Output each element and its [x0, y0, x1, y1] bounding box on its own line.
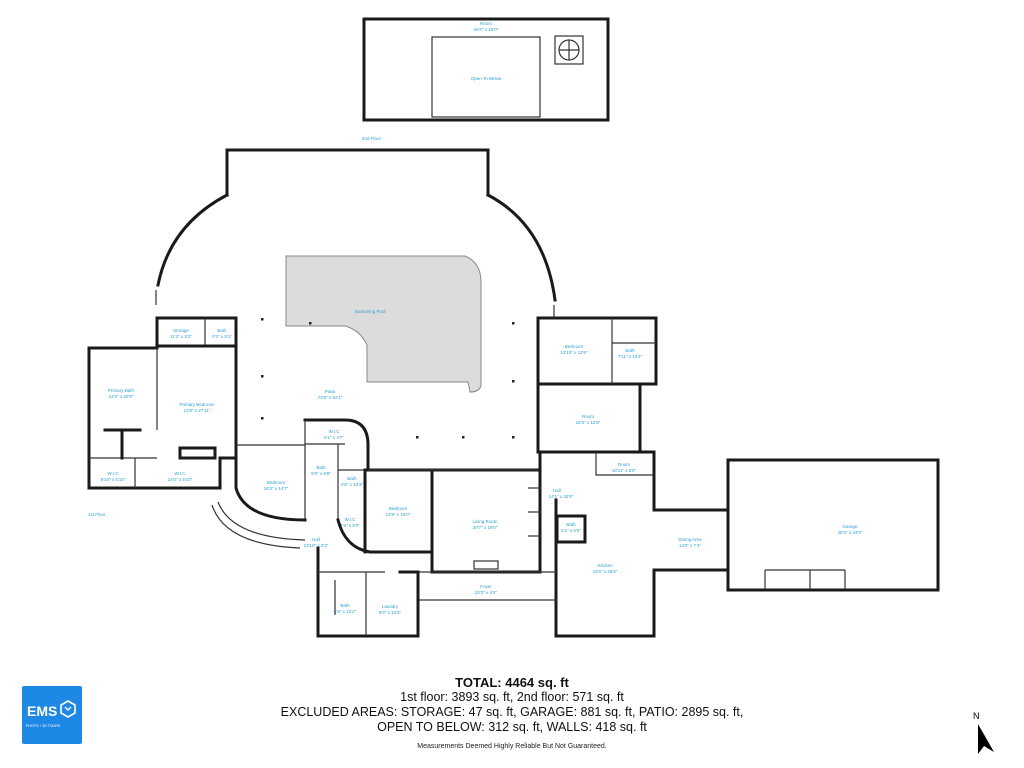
cube-icon: [60, 700, 76, 718]
room-dims: 16'3" x 14'7": [264, 486, 289, 491]
floor-label: 1st Floor: [88, 512, 106, 517]
room-label: W.I.C: [175, 471, 187, 476]
room-label: Bedroom: [267, 480, 286, 485]
room-dims: 9'3" x 12'3": [379, 610, 402, 615]
room-dims: 20'7" x 18'0": [473, 525, 498, 530]
room-label: Patio: [325, 389, 336, 394]
disclaimer: Measurements Deemed Highly Reliable But …: [417, 743, 607, 750]
logo-subtext: PHOTO + 3D TOURS: [26, 724, 60, 728]
room-dims: 5'1" x 4'7": [324, 435, 344, 440]
room-dims: 7'11" x 10'4": [618, 354, 643, 359]
room-dims: 18'0" x 28'8": [593, 569, 618, 574]
room-label: Primary Bath: [108, 388, 135, 393]
room-label: Bath: [625, 348, 635, 353]
room-label: Bath: [566, 522, 576, 527]
room-dims: 11'2" x 5'3": [170, 334, 192, 339]
room-label: Dining Area: [678, 537, 702, 542]
room-label: Hall: [553, 488, 561, 493]
north-arrow-icon: N: [973, 711, 994, 754]
room-label: Swimming Pool: [354, 309, 385, 314]
room-label: Bedroom: [565, 344, 584, 349]
room-label: W.I.C: [108, 471, 120, 476]
room-dims: 14'0" x 5'10": [168, 477, 193, 482]
room-label: Bedroom: [389, 506, 408, 511]
room-dims: 14'1" x 32'8": [549, 494, 574, 499]
room-label: Storage: [173, 328, 189, 333]
room-dims: 13'9" x 15'0": [386, 512, 411, 517]
room-dims: 5'2" x 5'1": [212, 334, 232, 339]
north-label: N: [973, 711, 980, 721]
ems-logo: EMS PHOTO + 3D TOURS: [22, 686, 82, 744]
room-label: Bath: [316, 465, 326, 470]
logo-text: EMS: [27, 703, 58, 719]
room-label: Laundry: [382, 604, 399, 609]
room-label: Garage: [842, 524, 858, 529]
room-dims: 73'8" x 52'1": [318, 395, 343, 400]
room-dims: 9'10" x 5'10": [101, 477, 126, 482]
room-label: Open To Below: [471, 76, 502, 81]
room-dims: 12'6" x 20'8": [109, 394, 134, 399]
room-label: Primary Bedroom: [179, 402, 214, 407]
room-dims: 6'9" x 12'2": [334, 609, 357, 614]
room-label: Foyer: [480, 584, 492, 589]
floor-areas: 1st floor: 3893 sq. ft, 2nd floor: 571 s…: [400, 690, 624, 704]
room-label: W.I.C: [345, 517, 357, 522]
excluded-areas: EXCLUDED AREAS: STORAGE: 47 sq. ft, GARA…: [280, 705, 744, 719]
room-label: Room: [582, 414, 594, 419]
room-dims: 5'1" x 6'0": [561, 528, 581, 533]
room-dims: 14'0" x 7'4": [679, 543, 702, 548]
room-dims: 13'10" x 12'6": [560, 350, 588, 355]
room-label: Bath: [340, 603, 350, 608]
room-dims: 22'3" x 4'4": [475, 590, 498, 595]
room-label: Bath: [217, 328, 227, 333]
room-dims: 6'0" x 8'8": [311, 471, 331, 476]
room-dims: 16'3" x 12'8": [576, 420, 601, 425]
room-label: Living Room: [472, 519, 497, 524]
room-label: Bath: [347, 476, 357, 481]
floor-label: 2nd Floor: [362, 136, 382, 141]
open-below-walls: OPEN TO BELOW: 312 sq. ft, WALLS: 418 sq…: [377, 720, 647, 734]
room-label: Hall: [312, 537, 320, 542]
room-label: Kitchen: [597, 563, 613, 568]
total-area: TOTAL: 4464 sq. ft: [455, 675, 569, 690]
room-dims: 4'8" x 10'3": [341, 482, 364, 487]
first-floor: Storage 11'2" x 5'3" Bath 5'2" x 5'1" Pr…: [87, 316, 940, 638]
room-dims: 13'10" x 3'3": [304, 543, 329, 548]
room-dims: 28'3" x 24'8": [838, 530, 863, 535]
room-dims: 46'0" x 15'0": [474, 27, 499, 32]
second-floor: Room 46'0" x 15'0" Open To Below 2nd Flo…: [362, 17, 610, 141]
room-label: W.I.C: [329, 429, 341, 434]
room-dims: 4'6" x 8'0": [340, 523, 360, 528]
patio-outline: Swimming Pool Patio 73'8" x 52'1": [155, 148, 557, 439]
swimming-pool: [285, 255, 482, 393]
room-dims: 10'11" x 6'0": [612, 468, 637, 473]
room-dims: 14'8" x 27'11": [184, 408, 211, 413]
room-label: Room: [618, 462, 630, 467]
room-label: Room: [480, 21, 492, 26]
